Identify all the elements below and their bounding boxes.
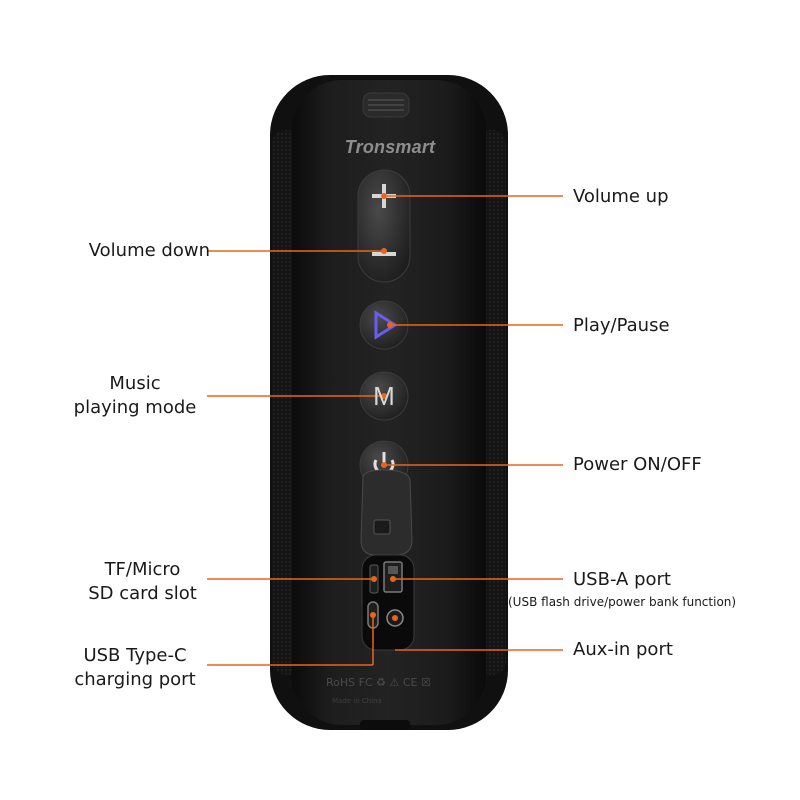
label-usb-a-note: (USB flash drive/power bank function) (508, 595, 737, 609)
regulatory-marks: RoHS FC ♻ ⚠ CE ☒ (326, 676, 431, 689)
label-tf-2: SD card slot (88, 583, 197, 604)
regulatory-text: Made in China (332, 697, 382, 705)
label-power: Power ON/OFF (573, 454, 702, 475)
label-volume-up: Volume up (573, 186, 669, 207)
callout-lines (207, 195, 563, 666)
label-tf-1: TF/Micro (104, 559, 181, 580)
label-volume-down: Volume down (88, 240, 210, 261)
label-music-mode-2: playing mode (73, 397, 197, 418)
bottom-foot (360, 720, 410, 730)
mode-icon: M (373, 381, 395, 411)
volume-rocker[interactable] (357, 169, 411, 283)
play-icon (374, 310, 398, 340)
port-cover-flap[interactable] (360, 469, 413, 556)
label-music-mode-1: Music (109, 373, 161, 394)
label-type-c-2: charging port (74, 669, 196, 690)
label-usb-a: USB-A port (573, 569, 671, 590)
callout-dots (370, 193, 398, 621)
label-type-c-1: USB Type-C (83, 645, 187, 666)
label-play-pause: Play/Pause (573, 315, 670, 336)
label-aux: Aux-in port (573, 639, 673, 660)
brand-logo: Tronsmart (344, 137, 436, 157)
